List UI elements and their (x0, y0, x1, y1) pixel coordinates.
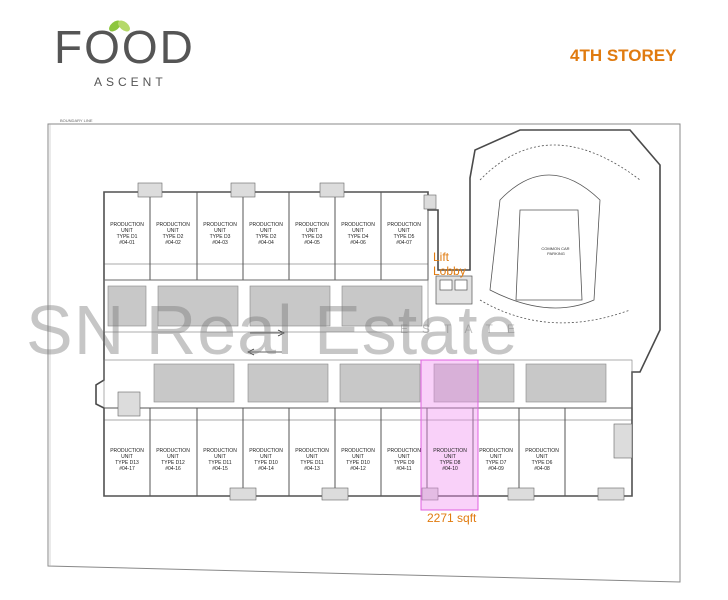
lift-lobby-core (435, 275, 473, 305)
loading-bays-lower (153, 363, 607, 403)
logo: FOOD ASCENT (54, 20, 214, 90)
top-service-cores (137, 182, 437, 210)
loading-bays-upper (107, 285, 423, 327)
car-park-ramp (479, 144, 641, 324)
highlight-unit-04-11 (420, 359, 479, 511)
bottom-service-cores (117, 391, 633, 501)
leaf-icon (109, 20, 130, 32)
boundary-label: BOUNDARY LINE (60, 118, 93, 123)
highlight-area-label: 2271 sqft (427, 511, 477, 525)
driveway-arrows (247, 329, 285, 356)
logo-subtitle: ASCENT (94, 75, 167, 89)
watermark-sub: ESTATE (400, 322, 529, 336)
lift-lobby-label: Lift Lobby (433, 250, 466, 278)
building-outline (95, 129, 661, 497)
car-park-label: COMMON CAR PARKING (541, 246, 570, 256)
storey-label: 4TH STOREY (570, 46, 677, 65)
site-boundary (47, 123, 681, 583)
watermark: SN Real Estate (26, 291, 519, 369)
logo-wordmark: FOOD (54, 21, 195, 73)
